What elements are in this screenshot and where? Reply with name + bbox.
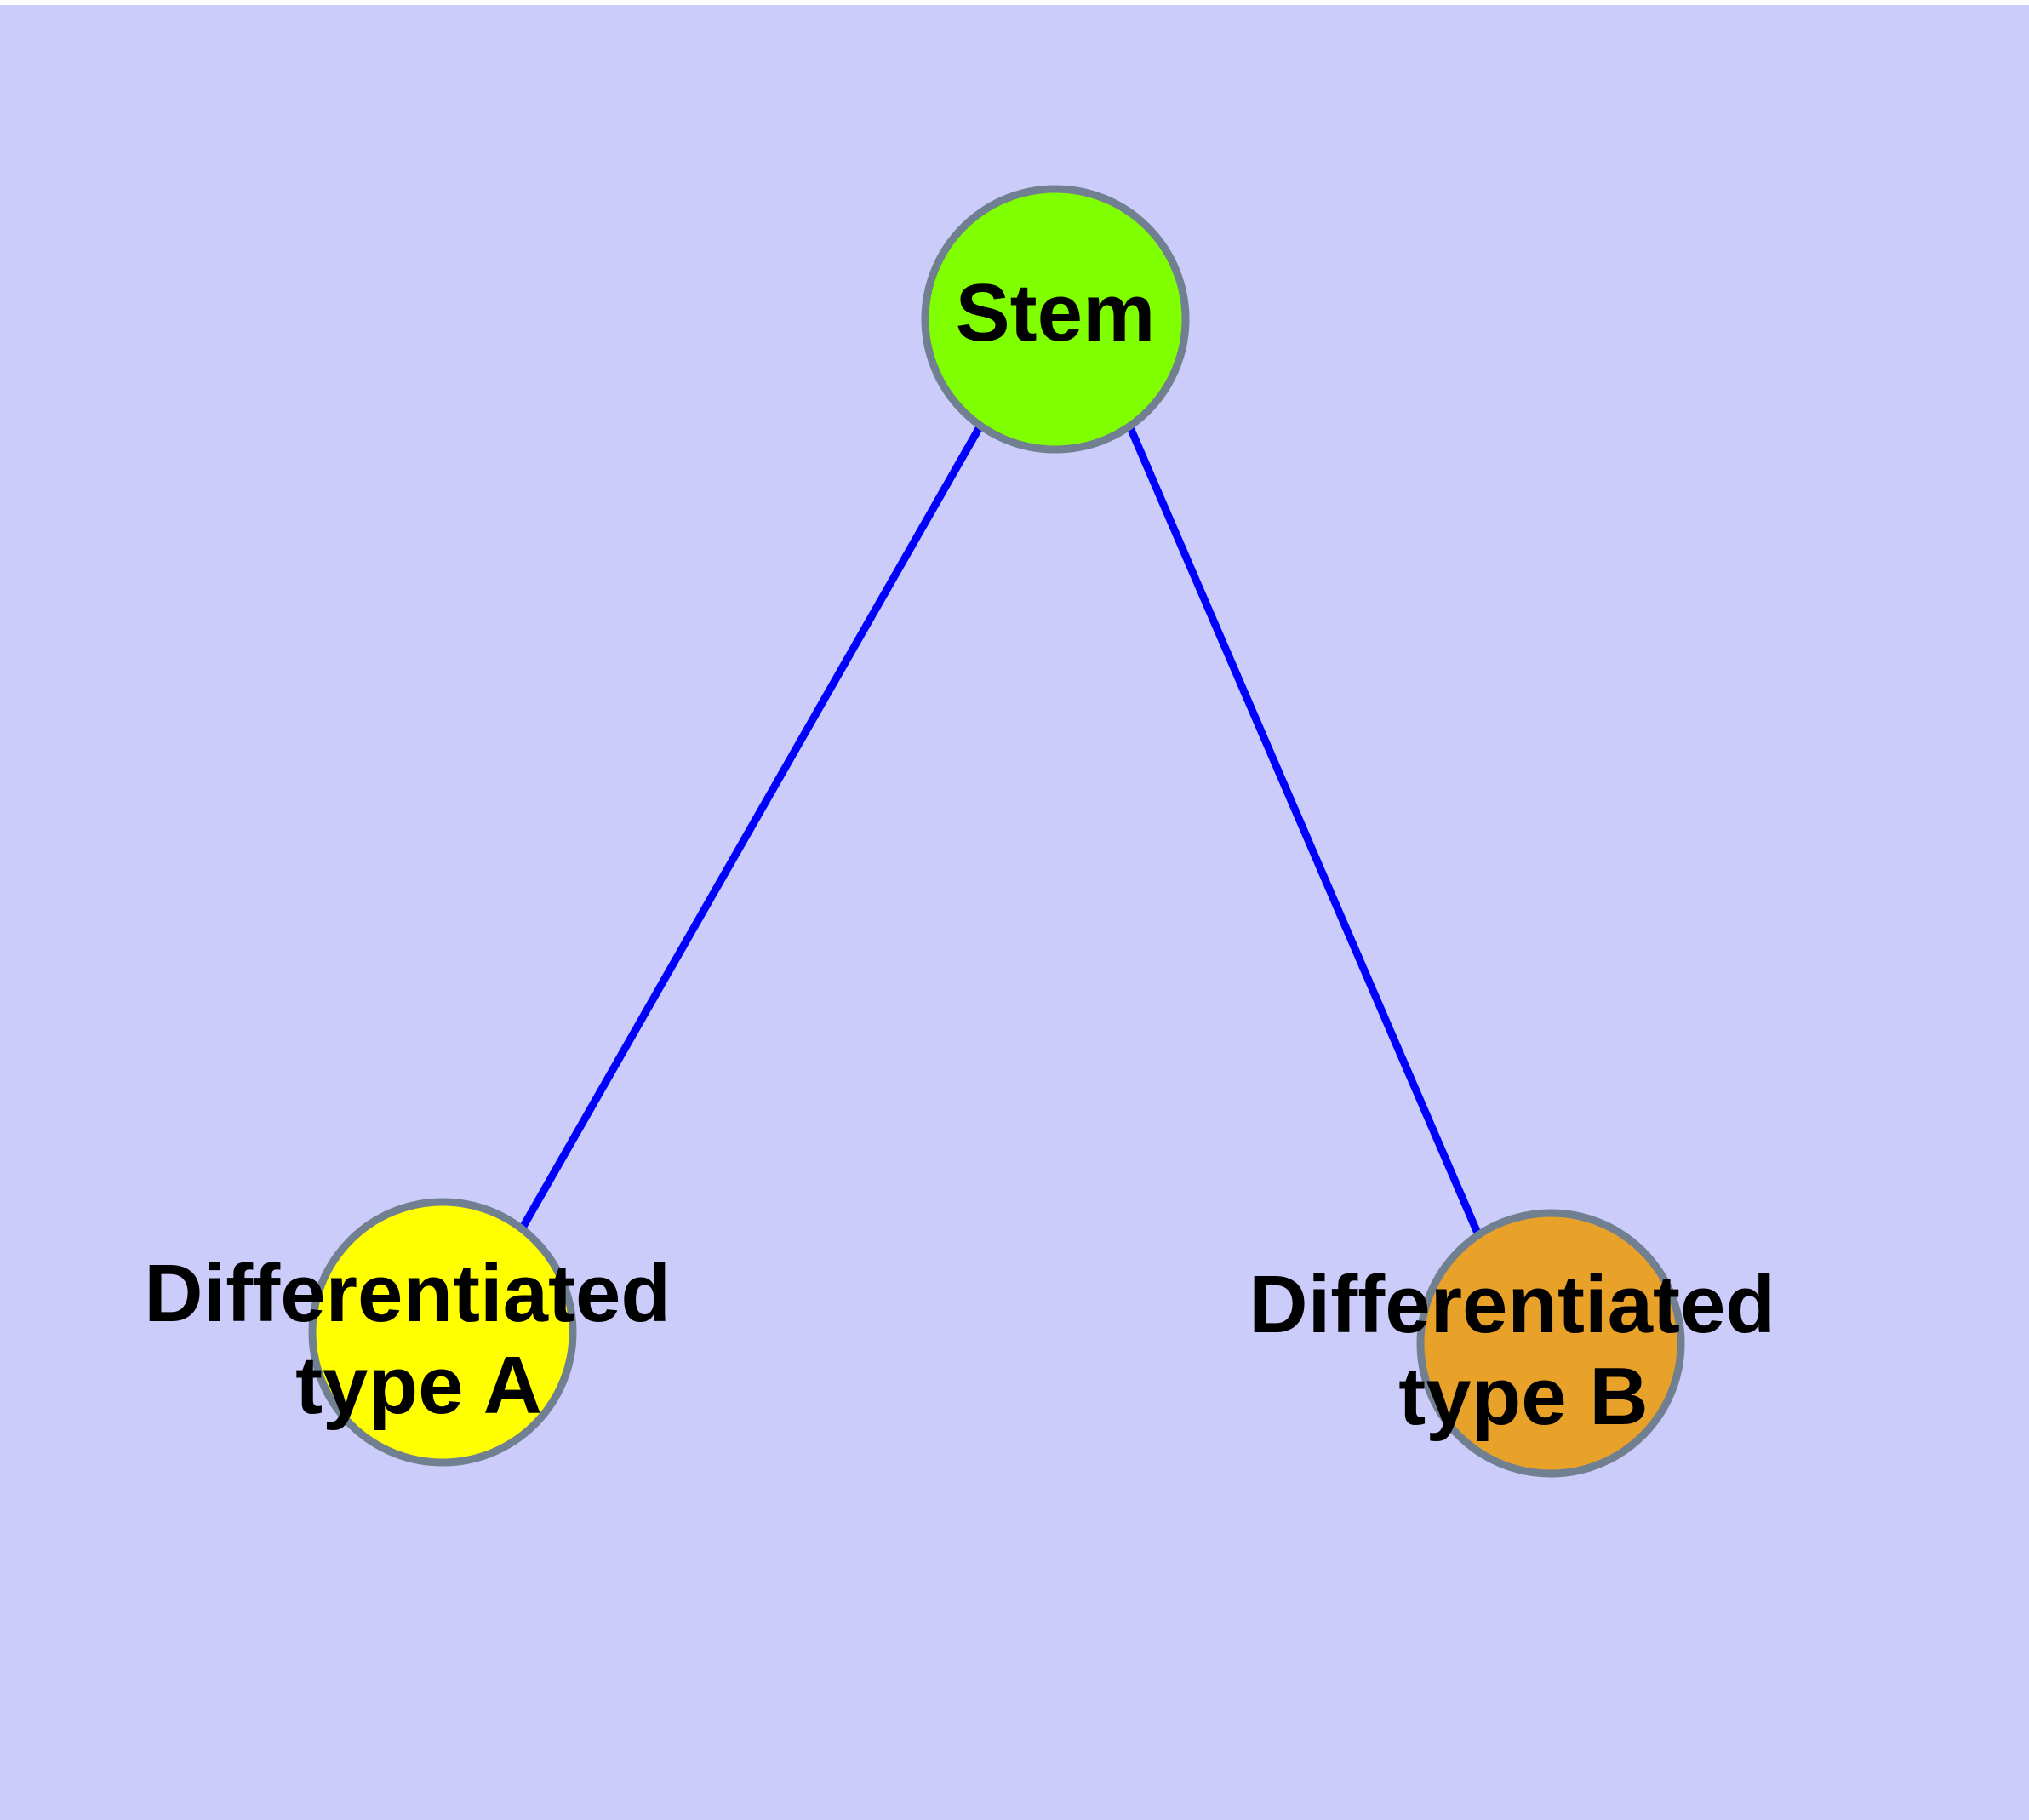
node-stem[interactable] bbox=[921, 185, 1190, 454]
node-label-stem: Stem bbox=[956, 267, 1156, 358]
node-label-stem-line-1: Stem bbox=[956, 267, 1156, 358]
node-label-differentiated-type-a-line-2: type A bbox=[295, 1340, 542, 1431]
node-label-differentiated-type-b-line-2: type B bbox=[1398, 1351, 1648, 1442]
edge-stem-to-differentiated-type-a bbox=[518, 423, 984, 1232]
edges-group bbox=[518, 423, 1483, 1239]
node-label-differentiated-type-a-line-1: Differentiated bbox=[144, 1248, 671, 1339]
node-label-differentiated-type-a: Differentiated type A bbox=[144, 1248, 693, 1431]
edge-stem-to-differentiated-type-b bbox=[1125, 424, 1483, 1239]
labels-group: Stem Differentiated type A Differentiate… bbox=[144, 267, 1798, 1442]
node-circle-stem[interactable] bbox=[921, 185, 1190, 454]
node-diff-b[interactable] bbox=[1416, 1209, 1685, 1478]
node-diff-a[interactable] bbox=[308, 1198, 577, 1467]
node-label-differentiated-type-b-line-1: Differentiated bbox=[1249, 1259, 1775, 1350]
nodes-group bbox=[308, 185, 1685, 1478]
node-label-differentiated-type-b: Differentiated type B bbox=[1249, 1259, 1798, 1442]
node-circle-differentiated-type-a[interactable] bbox=[308, 1198, 577, 1467]
node-circle-differentiated-type-b[interactable] bbox=[1416, 1209, 1685, 1478]
